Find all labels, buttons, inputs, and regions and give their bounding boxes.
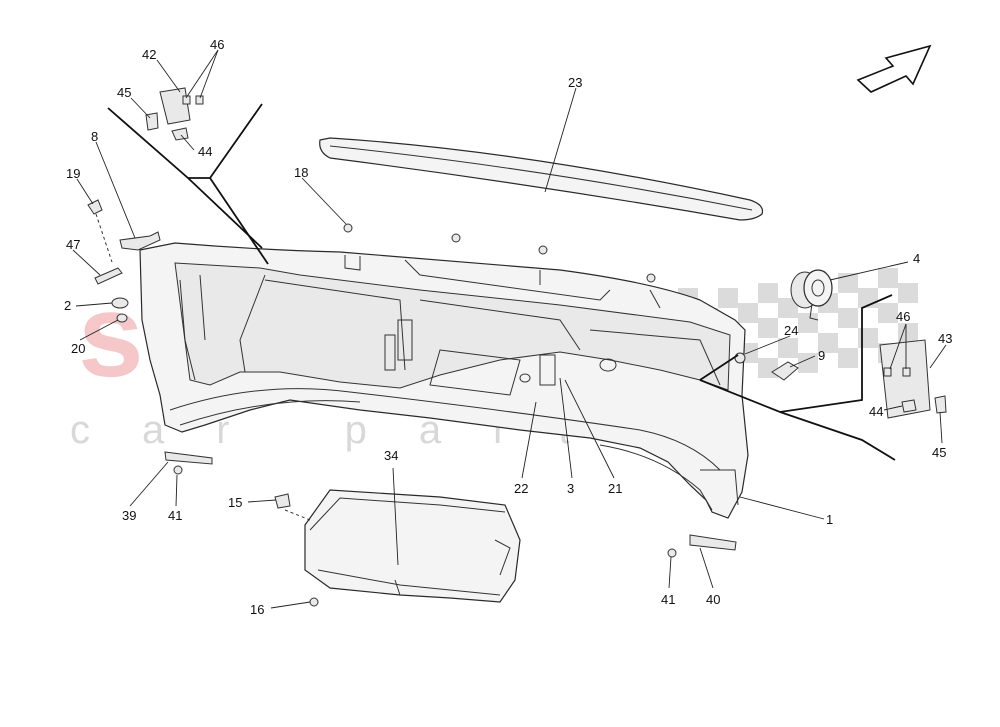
callout-22: 22 xyxy=(514,481,528,496)
callout-1: 1 xyxy=(826,512,833,527)
callout-44-right: 44 xyxy=(869,404,883,419)
callout-44: 44 xyxy=(198,144,212,159)
callout-16: 16 xyxy=(250,602,264,617)
leader-lines xyxy=(72,49,947,609)
part-4-cable-reel xyxy=(790,269,833,321)
callout-41-left: 41 xyxy=(168,508,182,523)
callout-18: 18 xyxy=(294,165,308,180)
part-1-bumper xyxy=(139,242,749,519)
part-34-undertray xyxy=(304,489,521,603)
callout-20: 20 xyxy=(71,341,85,356)
callout-43: 43 xyxy=(938,331,952,346)
callout-46-right: 46 xyxy=(896,309,910,324)
callout-47: 47 xyxy=(66,237,80,252)
callout-4: 4 xyxy=(913,251,920,266)
callout-45-right: 45 xyxy=(932,445,946,460)
callout-3: 3 xyxy=(567,481,574,496)
callout-9: 9 xyxy=(818,348,825,363)
callout-40: 40 xyxy=(706,592,720,607)
callout-2: 2 xyxy=(64,298,71,313)
callout-21: 21 xyxy=(608,481,622,496)
direction-arrow-icon xyxy=(856,44,932,93)
callout-24: 24 xyxy=(784,323,798,338)
callout-45: 45 xyxy=(117,85,131,100)
callout-19: 19 xyxy=(66,166,80,181)
callout-23: 23 xyxy=(568,75,582,90)
part-23-trim-strip xyxy=(319,137,764,221)
callout-labels: 42 46 45 44 8 19 47 2 20 18 23 4 24 9 46… xyxy=(64,37,952,617)
callout-39: 39 xyxy=(122,508,136,523)
callout-46: 46 xyxy=(210,37,224,52)
callout-15: 15 xyxy=(228,495,242,510)
callout-41-right: 41 xyxy=(661,592,675,607)
callout-8: 8 xyxy=(91,129,98,144)
callout-34: 34 xyxy=(384,448,398,463)
callout-42: 42 xyxy=(142,47,156,62)
